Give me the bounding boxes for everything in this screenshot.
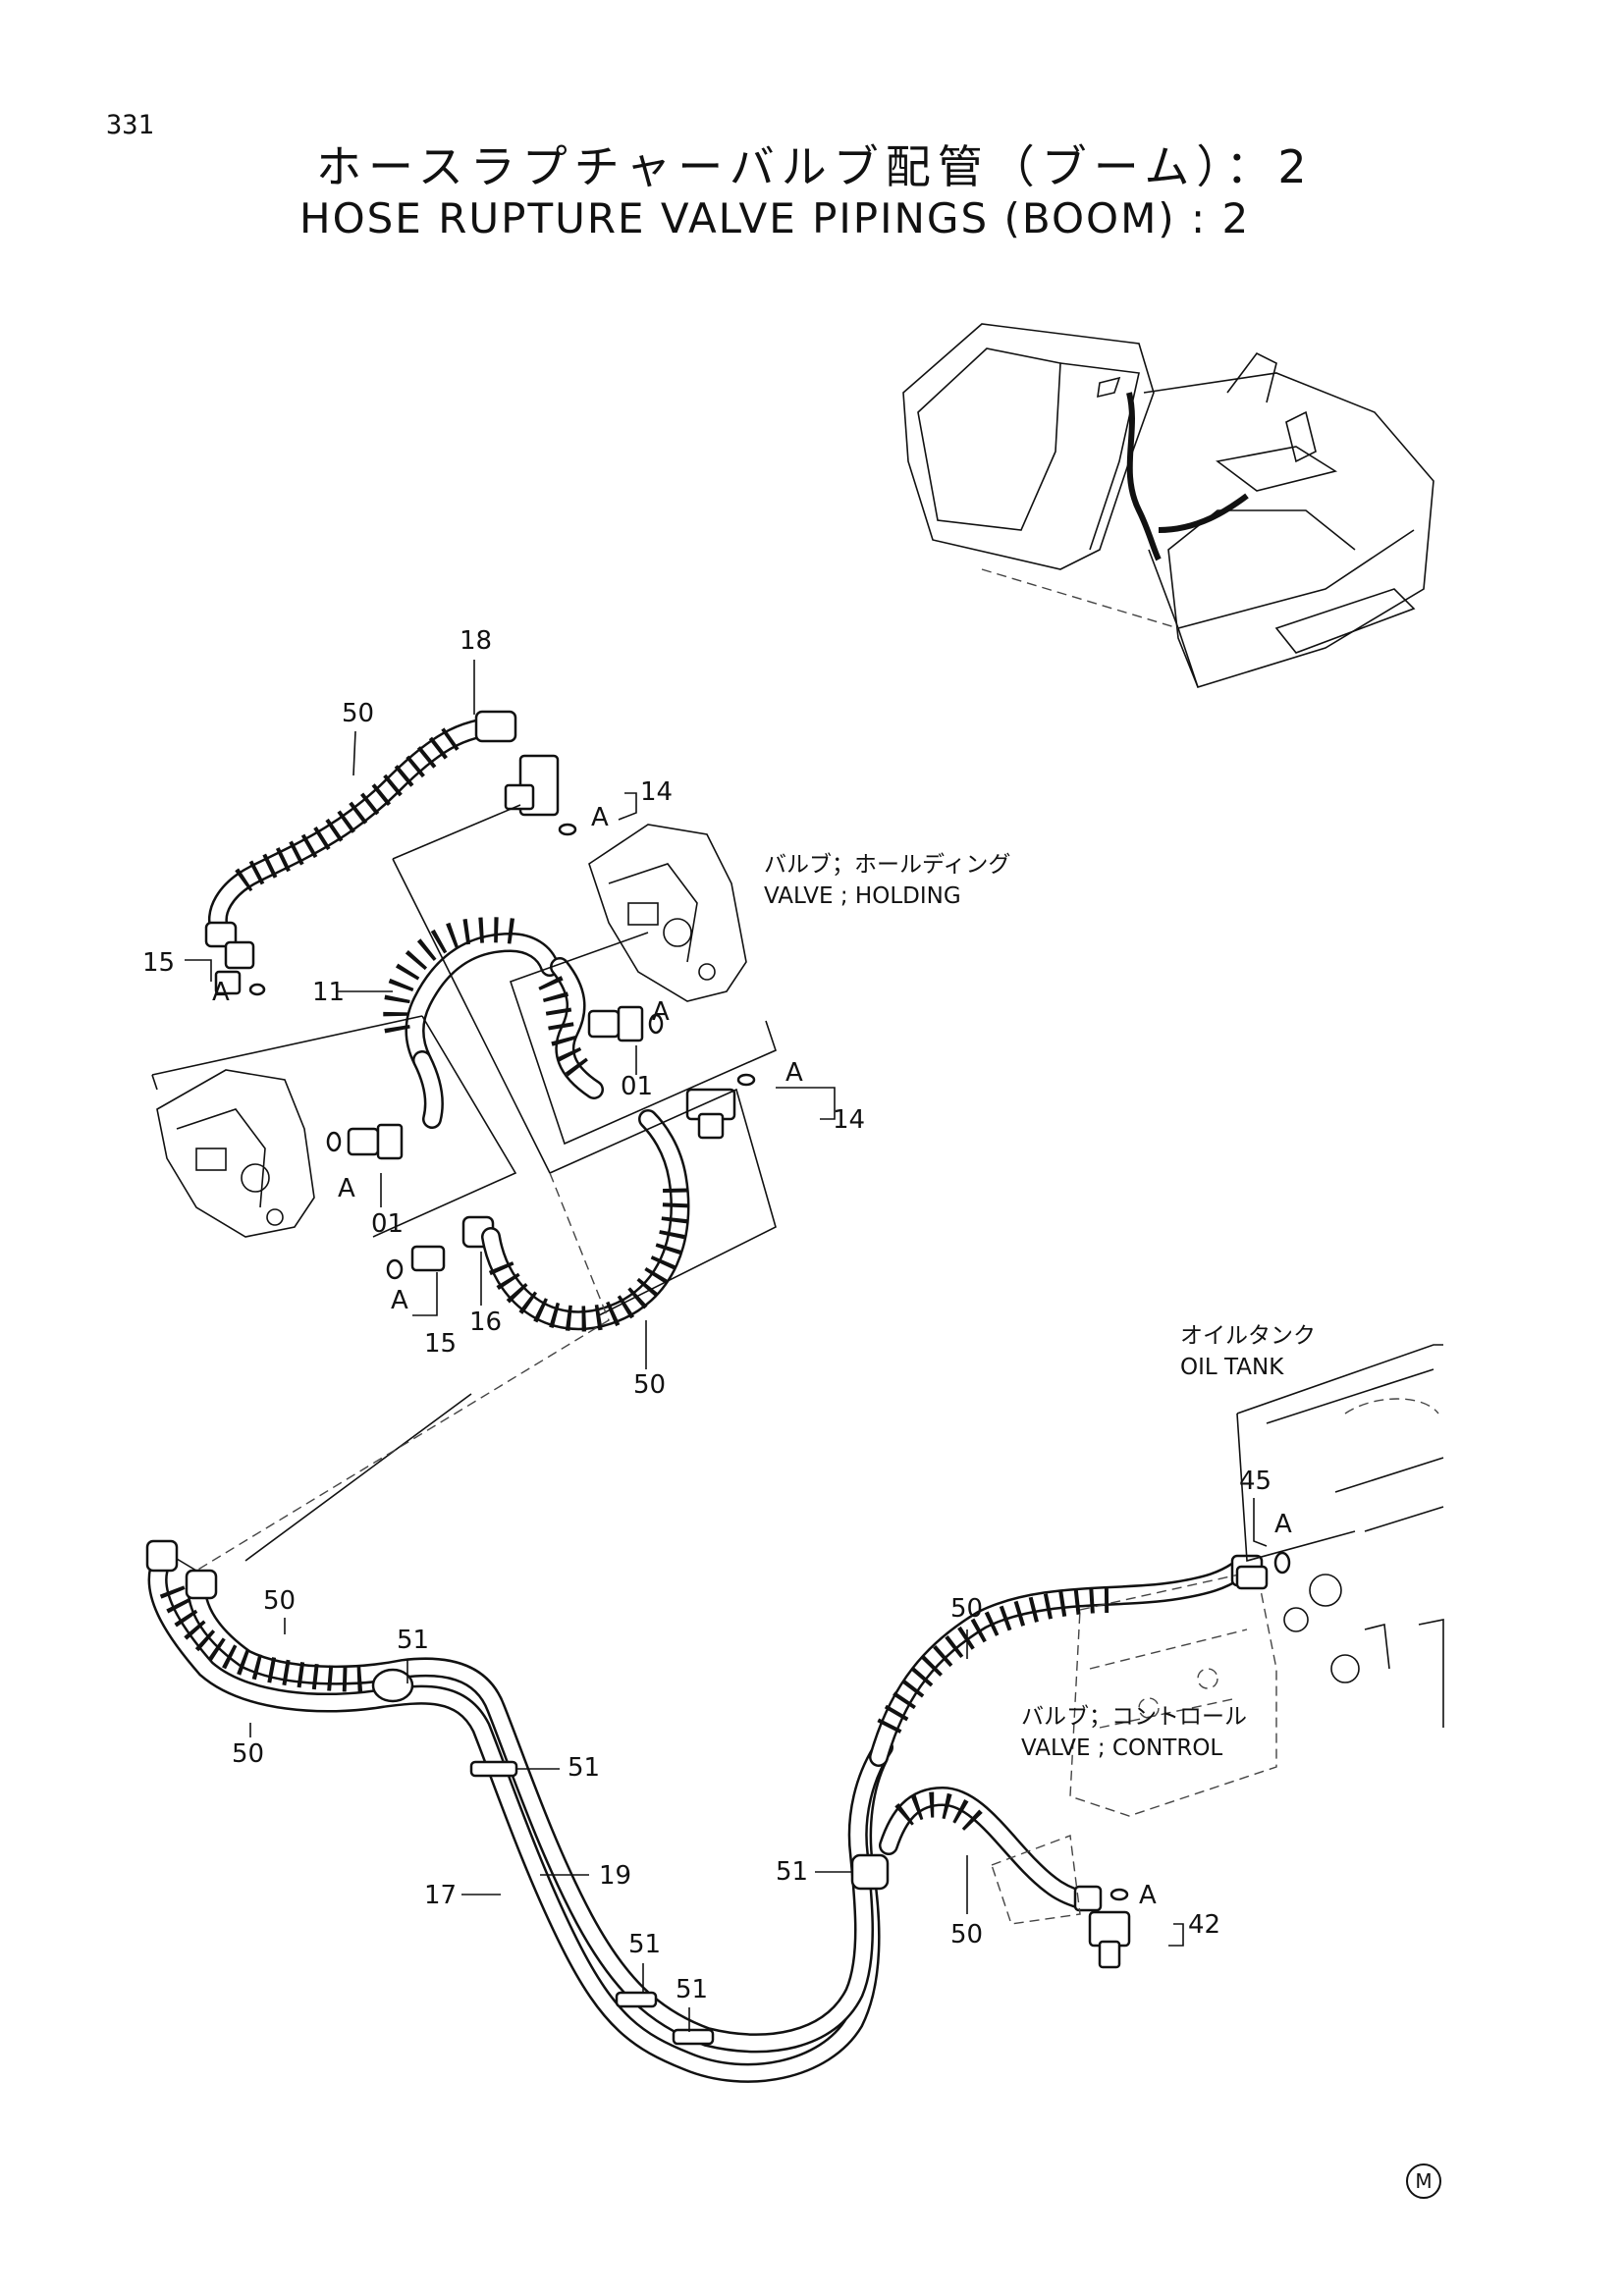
callout-50: 50 <box>633 1370 667 1400</box>
tee-fitting-14-upper <box>504 754 577 836</box>
callout-51: 51 <box>628 1930 662 1959</box>
callout-51: 51 <box>676 1975 709 2004</box>
oil-tank-outline <box>1236 1344 1444 1728</box>
hose-18-assembly <box>204 710 517 970</box>
label-a: A <box>652 997 670 1027</box>
callout-45: 45 <box>1239 1467 1272 1496</box>
callout-50: 50 <box>232 1739 265 1769</box>
note-control-valve-jp: バルブ；コントロール <box>1021 1704 1247 1730</box>
fittings-15-16 <box>214 970 495 1280</box>
callout-01: 01 <box>621 1072 654 1101</box>
callout-50: 50 <box>263 1586 297 1616</box>
label-a: A <box>338 1174 355 1203</box>
hose-50-loop <box>481 1109 690 1332</box>
note-holding-valve-en: VALVE ; HOLDING <box>764 883 961 909</box>
callout-11: 11 <box>312 978 346 1007</box>
fittings-01 <box>326 1005 664 1160</box>
callout-18: 18 <box>460 626 493 656</box>
callout-01: 01 <box>371 1209 405 1239</box>
callout-14: 14 <box>833 1105 866 1135</box>
hose-11 <box>383 917 604 1129</box>
note-control-valve-en: VALVE ; CONTROL <box>1021 1735 1223 1761</box>
label-a: A <box>785 1058 803 1088</box>
excavator-overview <box>902 323 1434 688</box>
callout-14: 14 <box>640 777 674 807</box>
callout-15: 15 <box>142 948 176 978</box>
page-number: 331 <box>106 110 154 140</box>
leader-lines <box>151 804 777 1572</box>
hoses-right <box>869 1554 1264 1912</box>
manual-mark: M <box>1406 2163 1441 2199</box>
holding-valve-upper <box>588 824 747 1002</box>
callout-15: 15 <box>424 1329 458 1359</box>
tee-fitting-42 <box>1088 1888 1131 1969</box>
callout-16: 16 <box>469 1308 503 1337</box>
callout-50: 50 <box>950 1594 984 1624</box>
callout-19: 19 <box>599 1861 632 1891</box>
callout-17: 17 <box>424 1881 458 1910</box>
label-a: A <box>212 978 230 1007</box>
note-holding-valve-jp: バルブ；ホールディング <box>764 852 1011 878</box>
label-a: A <box>1274 1510 1292 1539</box>
note-oil-tank-jp: オイルタンク <box>1180 1323 1316 1349</box>
label-a: A <box>591 803 609 832</box>
note-oil-tank-en: OIL TANK <box>1180 1355 1284 1380</box>
label-a: A <box>1139 1881 1157 1910</box>
tee-fitting-14-lower <box>685 1073 756 1140</box>
title-japanese: ホースラプチャーバルブ配管（ブーム）：2 <box>316 140 1314 193</box>
callout-50: 50 <box>342 699 375 728</box>
title-english: HOSE RUPTURE VALVE PIPINGS (BOOM) : 2 <box>299 194 1251 242</box>
callout-50: 50 <box>950 1920 984 1949</box>
callout-leaders <box>185 660 1268 2032</box>
callout-51: 51 <box>568 1753 601 1783</box>
callout-51: 51 <box>397 1626 430 1655</box>
label-a: A <box>391 1286 408 1315</box>
callout-51: 51 <box>776 1857 809 1887</box>
hoses-17-19 <box>145 1539 893 2083</box>
fitting-45 <box>1235 1551 1291 1590</box>
callout-42: 42 <box>1188 1910 1221 1940</box>
holding-valve-lower <box>156 1069 315 1238</box>
